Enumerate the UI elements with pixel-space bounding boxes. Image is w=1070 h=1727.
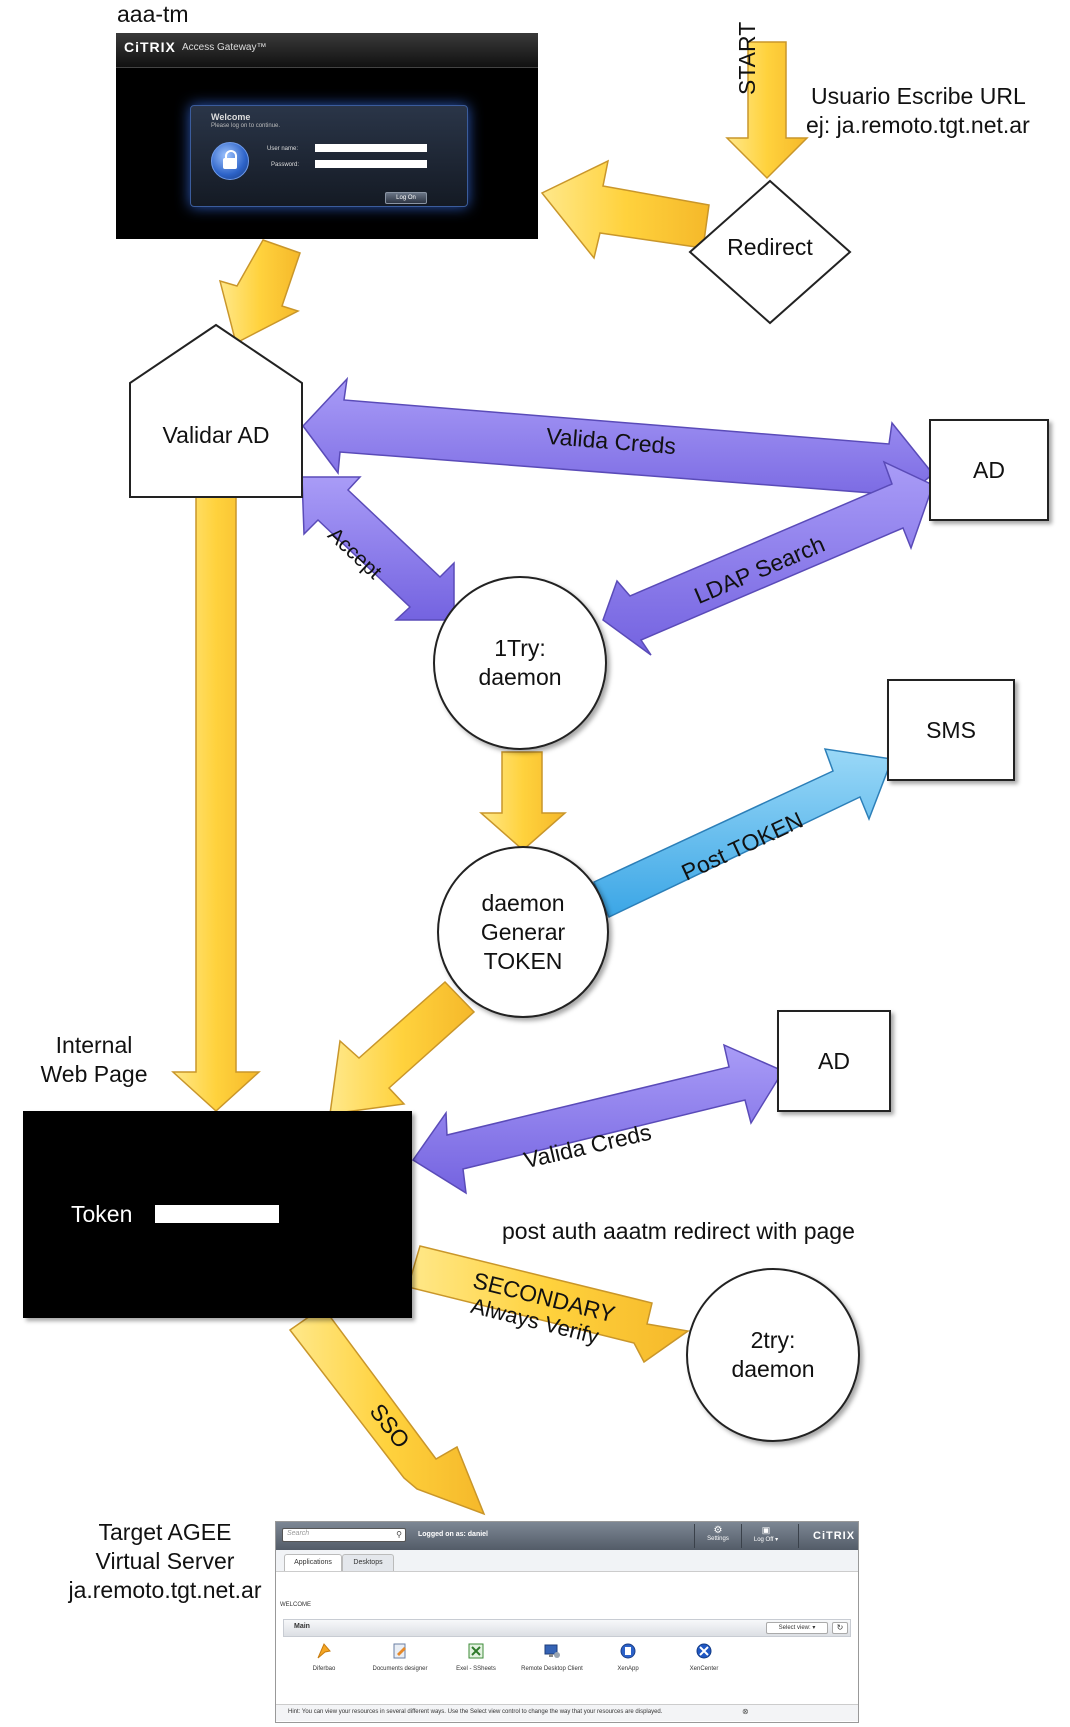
start-label: START: [734, 21, 760, 95]
secondary-arrow: [407, 1245, 690, 1364]
ad-top-box: AD: [929, 419, 1049, 521]
app-documents-designer[interactable]: Documents designer: [362, 1642, 438, 1672]
validar-ad-label: Validar AD: [162, 422, 270, 448]
daemon-token-line3: TOKEN: [483, 947, 563, 974]
xenapp-citrix-logo: CiTRIX: [813, 1530, 856, 1542]
xenapp-main-section: Main Select view: ▾ ↻: [283, 1619, 851, 1637]
internal-web-page-line1: Internal: [55, 1032, 133, 1058]
gateway-header-bar: CiTRIX Access Gateway™: [116, 33, 538, 68]
gear-icon: ⚙: [713, 1525, 723, 1536]
target-line3: ja.remoto.tgt.net.ar: [68, 1577, 262, 1603]
xenapp-search-input[interactable]: Search ⚲: [282, 1528, 406, 1542]
tab-applications[interactable]: Applications: [284, 1554, 342, 1571]
sms-box: SMS: [887, 679, 1015, 781]
post-token-arrow: [593, 748, 894, 919]
try2-line1: 2try:: [750, 1327, 796, 1353]
try2-daemon-node: 2try: daemon: [686, 1268, 860, 1442]
xenapp-header: Search ⚲ Logged on as: daniel ⚙ Settings…: [276, 1522, 858, 1550]
try1-daemon-node: 1Try: daemon: [433, 576, 607, 750]
gateway-login-panel: Welcome Please log on to continue. User …: [190, 105, 468, 207]
redirect-label: Redirect: [727, 234, 813, 260]
close-icon[interactable]: ⊗: [742, 1707, 749, 1716]
xenapp-welcome: WELCOME: [280, 1602, 312, 1608]
username-label: User name:: [267, 146, 299, 152]
try2-line2: daemon: [731, 1356, 815, 1382]
ad-bottom-box: AD: [777, 1010, 891, 1112]
xenapp-hint-bar: Hint: You can view your resources in sev…: [276, 1704, 858, 1721]
gateway-product-name: Access Gateway™: [182, 42, 267, 53]
diferbao-icon: [317, 1643, 331, 1659]
token-input[interactable]: [155, 1205, 279, 1223]
internal-web-page: Token: [23, 1111, 412, 1318]
target-line1: Target AGEE: [98, 1519, 232, 1545]
app-xencenter[interactable]: XenCenter: [666, 1642, 742, 1672]
xenapp-screenshot: Search ⚲ Logged on as: daniel ⚙ Settings…: [275, 1521, 859, 1723]
app-xenapp[interactable]: XenApp: [590, 1642, 666, 1672]
try1-line2: daemon: [478, 664, 562, 690]
ad-bottom-label: AD: [818, 1047, 850, 1074]
app-diferbao[interactable]: Diferbao: [286, 1642, 362, 1672]
username-field[interactable]: [315, 144, 427, 152]
ad-top-label: AD: [973, 456, 1005, 483]
user-writes-url-line2: ej: ja.remoto.tgt.net.ar: [806, 112, 1030, 138]
tab-desktops[interactable]: Desktops: [342, 1554, 394, 1571]
spreadsheet-icon: [468, 1643, 484, 1659]
lock-icon: [211, 142, 249, 180]
try1-to-token-arrow: [479, 751, 567, 851]
valida-creds-bottom-arrow: [411, 1043, 785, 1195]
hint-text: Hint: You can view your resources in sev…: [288, 1709, 663, 1715]
start-arrow: [725, 41, 809, 180]
post-auth-text: post auth aaatm redirect with page: [502, 1218, 855, 1244]
daemon-token-line1: daemon: [481, 889, 565, 916]
internal-web-page-line2: Web Page: [40, 1061, 148, 1087]
access-gateway-screenshot: CiTRIX Access Gateway™ Welcome Please lo…: [116, 33, 538, 239]
daemon-token-line2: Generar: [480, 918, 566, 945]
lock-small-icon: ▣: [761, 1525, 771, 1535]
citrix-logo: CiTRIX: [124, 39, 176, 55]
gateway-subtitle: Please log on to continue.: [211, 123, 281, 129]
main-section-label: Main: [294, 1623, 310, 1630]
token-to-webpage-arrow: [329, 980, 476, 1115]
gateway-welcome: Welcome: [211, 112, 251, 122]
aaa-tm-label: aaa-tm: [117, 1, 189, 27]
xencenter-icon: [696, 1643, 712, 1659]
accept-arrow: [301, 476, 455, 621]
settings-button[interactable]: ⚙ Settings: [700, 1525, 736, 1542]
logon-button[interactable]: Log On: [385, 192, 427, 204]
remote-desktop-icon: [544, 1644, 560, 1658]
password-label: Password:: [271, 162, 300, 168]
daemon-token-node: daemon Generar TOKEN: [437, 846, 609, 1018]
xenapp-icon: [620, 1643, 636, 1659]
app-exel-ssheets[interactable]: Exel - SSheets: [438, 1642, 514, 1672]
redirect-diamond: [688, 179, 852, 325]
gateway-to-validar-arrow: [218, 239, 301, 345]
logged-on-text: Logged on as: daniel: [418, 1531, 489, 1538]
password-field[interactable]: [315, 160, 427, 168]
search-icon[interactable]: ⚲: [396, 1530, 402, 1539]
validar-ad-shape: [129, 323, 303, 498]
logoff-button[interactable]: ▣ Log Off ▾: [746, 1525, 786, 1543]
redirect-to-gateway-arrow: [540, 159, 710, 260]
validar-to-webpage-arrow: [171, 496, 261, 1113]
target-line2: Virtual Server: [95, 1548, 235, 1574]
select-view-dropdown[interactable]: Select view: ▾: [766, 1622, 828, 1634]
sso-arrow: [288, 1305, 486, 1516]
xenapp-tabs: Applications Desktops: [276, 1550, 858, 1572]
refresh-button[interactable]: ↻: [832, 1622, 848, 1634]
documents-designer-icon: [393, 1643, 406, 1659]
sms-label: SMS: [926, 716, 976, 743]
try1-line1: 1Try:: [494, 635, 546, 661]
app-remote-desktop-client[interactable]: Remote Desktop Client: [514, 1642, 590, 1672]
user-writes-url-line1: Usuario Escribe URL: [811, 83, 1026, 109]
token-label: Token: [71, 1201, 133, 1227]
